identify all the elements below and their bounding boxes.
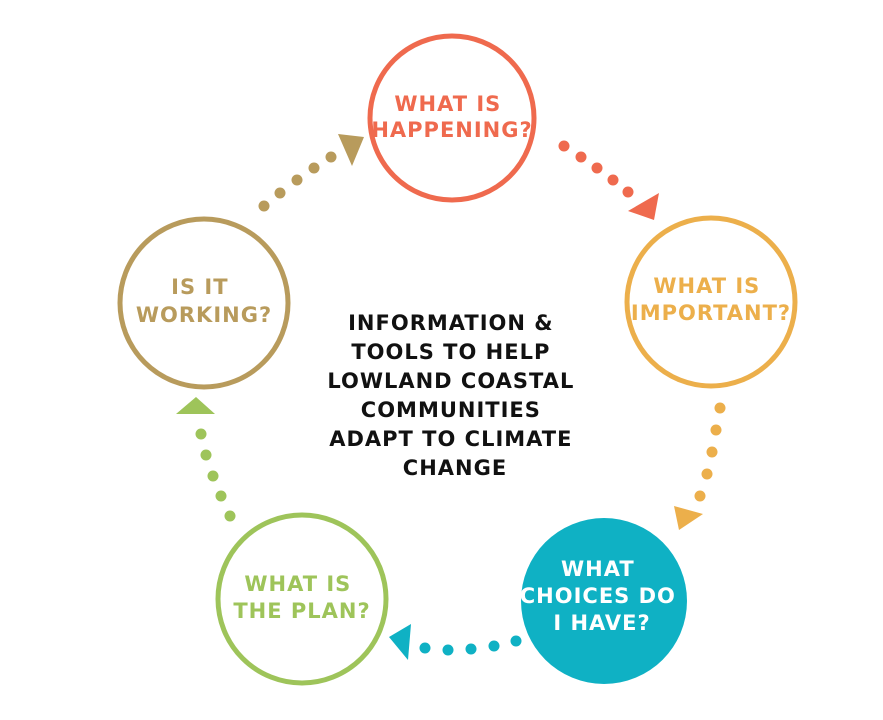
center-caption: INFORMATION & TOOLS TO HELP LOWLAND COAS… [327, 311, 582, 480]
node-is-it-working: IS IT WORKING? [117, 216, 291, 390]
center-caption-line: LOWLAND COASTAL [327, 369, 574, 393]
connector-dot [207, 470, 219, 482]
node-label-line: CHOICES DO [520, 584, 676, 608]
node-label-line: HAPPENING? [371, 118, 532, 142]
arrowhead-icon [176, 397, 215, 414]
connector-dot [694, 490, 706, 502]
connector-dot [575, 151, 587, 163]
connector-dot [274, 187, 286, 199]
center-caption-line: INFORMATION & [348, 311, 553, 335]
node-label-line: WORKING? [136, 303, 272, 327]
connector-dot [200, 449, 212, 461]
center-caption-line: COMMUNITIES [361, 398, 541, 422]
node-what-is-the-plan: WHAT IS THE PLAN? [215, 512, 389, 686]
connector-dot [419, 642, 431, 654]
center-caption-line: TOOLS TO HELP [351, 340, 550, 364]
node-label-line: I HAVE? [553, 611, 650, 635]
node-ring [215, 512, 389, 686]
connector-dot [308, 162, 320, 174]
node-disc [521, 518, 687, 684]
connector-dot [710, 424, 722, 436]
svg-text:WHAT IS HAPPENING?: WHAT IS HAPPENING? [371, 92, 532, 142]
connector-dot [706, 446, 718, 458]
node-label-line: THE PLAN? [233, 599, 370, 623]
connector-dot [510, 635, 522, 647]
connector-important-to-choices [674, 402, 726, 530]
connector-dot [325, 151, 337, 163]
center-caption-line: CHANGE [403, 456, 507, 480]
node-label-line: WHAT IS [244, 572, 351, 596]
connector-working-to-happening [258, 134, 364, 212]
connector-dot [291, 174, 303, 186]
svg-text:WHAT IS THE PLAN?: WHAT IS THE PLAN? [233, 572, 370, 623]
connector-dot [195, 428, 207, 440]
svg-text:WHAT IS IMPORTANT?: WHAT IS IMPORTANT? [631, 274, 791, 325]
node-ring [624, 215, 798, 389]
node-label-line: IS IT [171, 275, 228, 299]
connector-dot [607, 174, 619, 186]
node-label-line: IMPORTANT? [631, 301, 791, 325]
connector-dot [465, 643, 477, 655]
svg-text:IS IT WORKING?: IS IT WORKING? [136, 275, 272, 327]
connector-dot [442, 644, 454, 656]
node-what-choices-do-i-have: WHAT CHOICES DO I HAVE? [520, 518, 687, 684]
connector-dot [215, 490, 227, 502]
center-caption-line: ADAPT TO CLIMATE [329, 427, 572, 451]
svg-text:WHAT CHOICES DO I: WHAT CHOICES DO I HAVE? [520, 557, 684, 635]
node-ring [117, 216, 291, 390]
connector-dot [591, 162, 603, 174]
connector-dot [488, 640, 500, 652]
node-ring [367, 33, 537, 203]
arrowhead-icon [628, 193, 659, 220]
arrowhead-icon [338, 134, 364, 166]
arrowhead-icon [674, 506, 703, 530]
node-label-line: WHAT [561, 557, 635, 581]
connector-happening-to-important [558, 140, 659, 220]
node-what-is-happening: WHAT IS HAPPENING? [367, 33, 537, 203]
node-label-line: WHAT IS [394, 92, 501, 116]
connector-dot [622, 186, 634, 198]
connector-dot [258, 200, 270, 212]
connector-dot [714, 402, 726, 414]
node-label-line: WHAT IS [653, 274, 760, 298]
connector-plan-to-working [176, 397, 236, 522]
node-what-is-important: WHAT IS IMPORTANT? [624, 215, 798, 389]
connector-dot [558, 140, 570, 152]
arrowhead-icon [389, 624, 411, 660]
connector-dot [701, 468, 713, 480]
connector-dot [224, 510, 236, 522]
connector-choices-to-plan [389, 624, 522, 660]
